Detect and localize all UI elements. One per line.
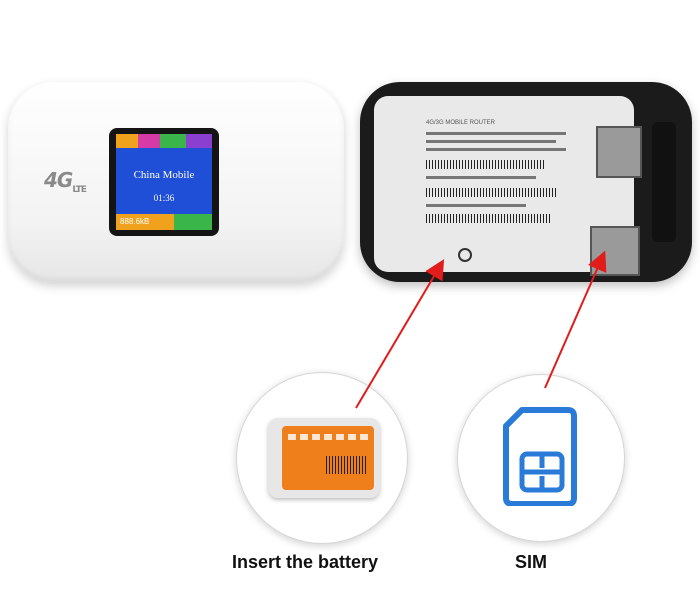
barcode (426, 214, 551, 223)
usage-right-segment (174, 214, 212, 230)
signal-icon (138, 134, 160, 148)
battery-image (268, 418, 380, 498)
brand-logo: 4GLTE (44, 168, 87, 195)
battery-arrow-icon (355, 259, 445, 409)
battery-caption: Insert the battery (232, 552, 379, 572)
barcode (426, 160, 546, 169)
usage-bar: 888.6kB (116, 214, 212, 230)
status-bar (116, 134, 212, 148)
usage-value: 888.6kB (116, 214, 174, 230)
carrier-name: China Mobile (133, 169, 195, 181)
side-rail (652, 122, 676, 242)
screw-hole (458, 248, 472, 262)
label-line (426, 132, 566, 135)
battery-icon (116, 134, 138, 148)
label-line (426, 176, 536, 179)
battery-barcode (326, 456, 366, 474)
logo-sub: LTE (72, 185, 87, 195)
battery-cell (282, 426, 374, 490)
router-screen: China Mobile 01:36 888.6kB (116, 134, 212, 230)
wifi-icon (160, 134, 186, 148)
label-line (426, 204, 526, 207)
message-icon (186, 134, 212, 148)
sd-card-slot (596, 126, 642, 178)
barcode (426, 188, 556, 197)
clock-time: 01:36 (153, 193, 175, 203)
device-label: 4G/3G MOBILE ROUTER (426, 120, 576, 240)
logo-main: 4G (44, 168, 73, 192)
sim-card-icon (503, 407, 577, 506)
label-title: 4G/3G MOBILE ROUTER (426, 120, 496, 126)
label-line (426, 148, 566, 151)
label-line (426, 140, 556, 143)
sim-caption: SIM (515, 552, 548, 572)
sim-arrow-icon (544, 250, 607, 389)
battery-symbols (288, 434, 368, 440)
